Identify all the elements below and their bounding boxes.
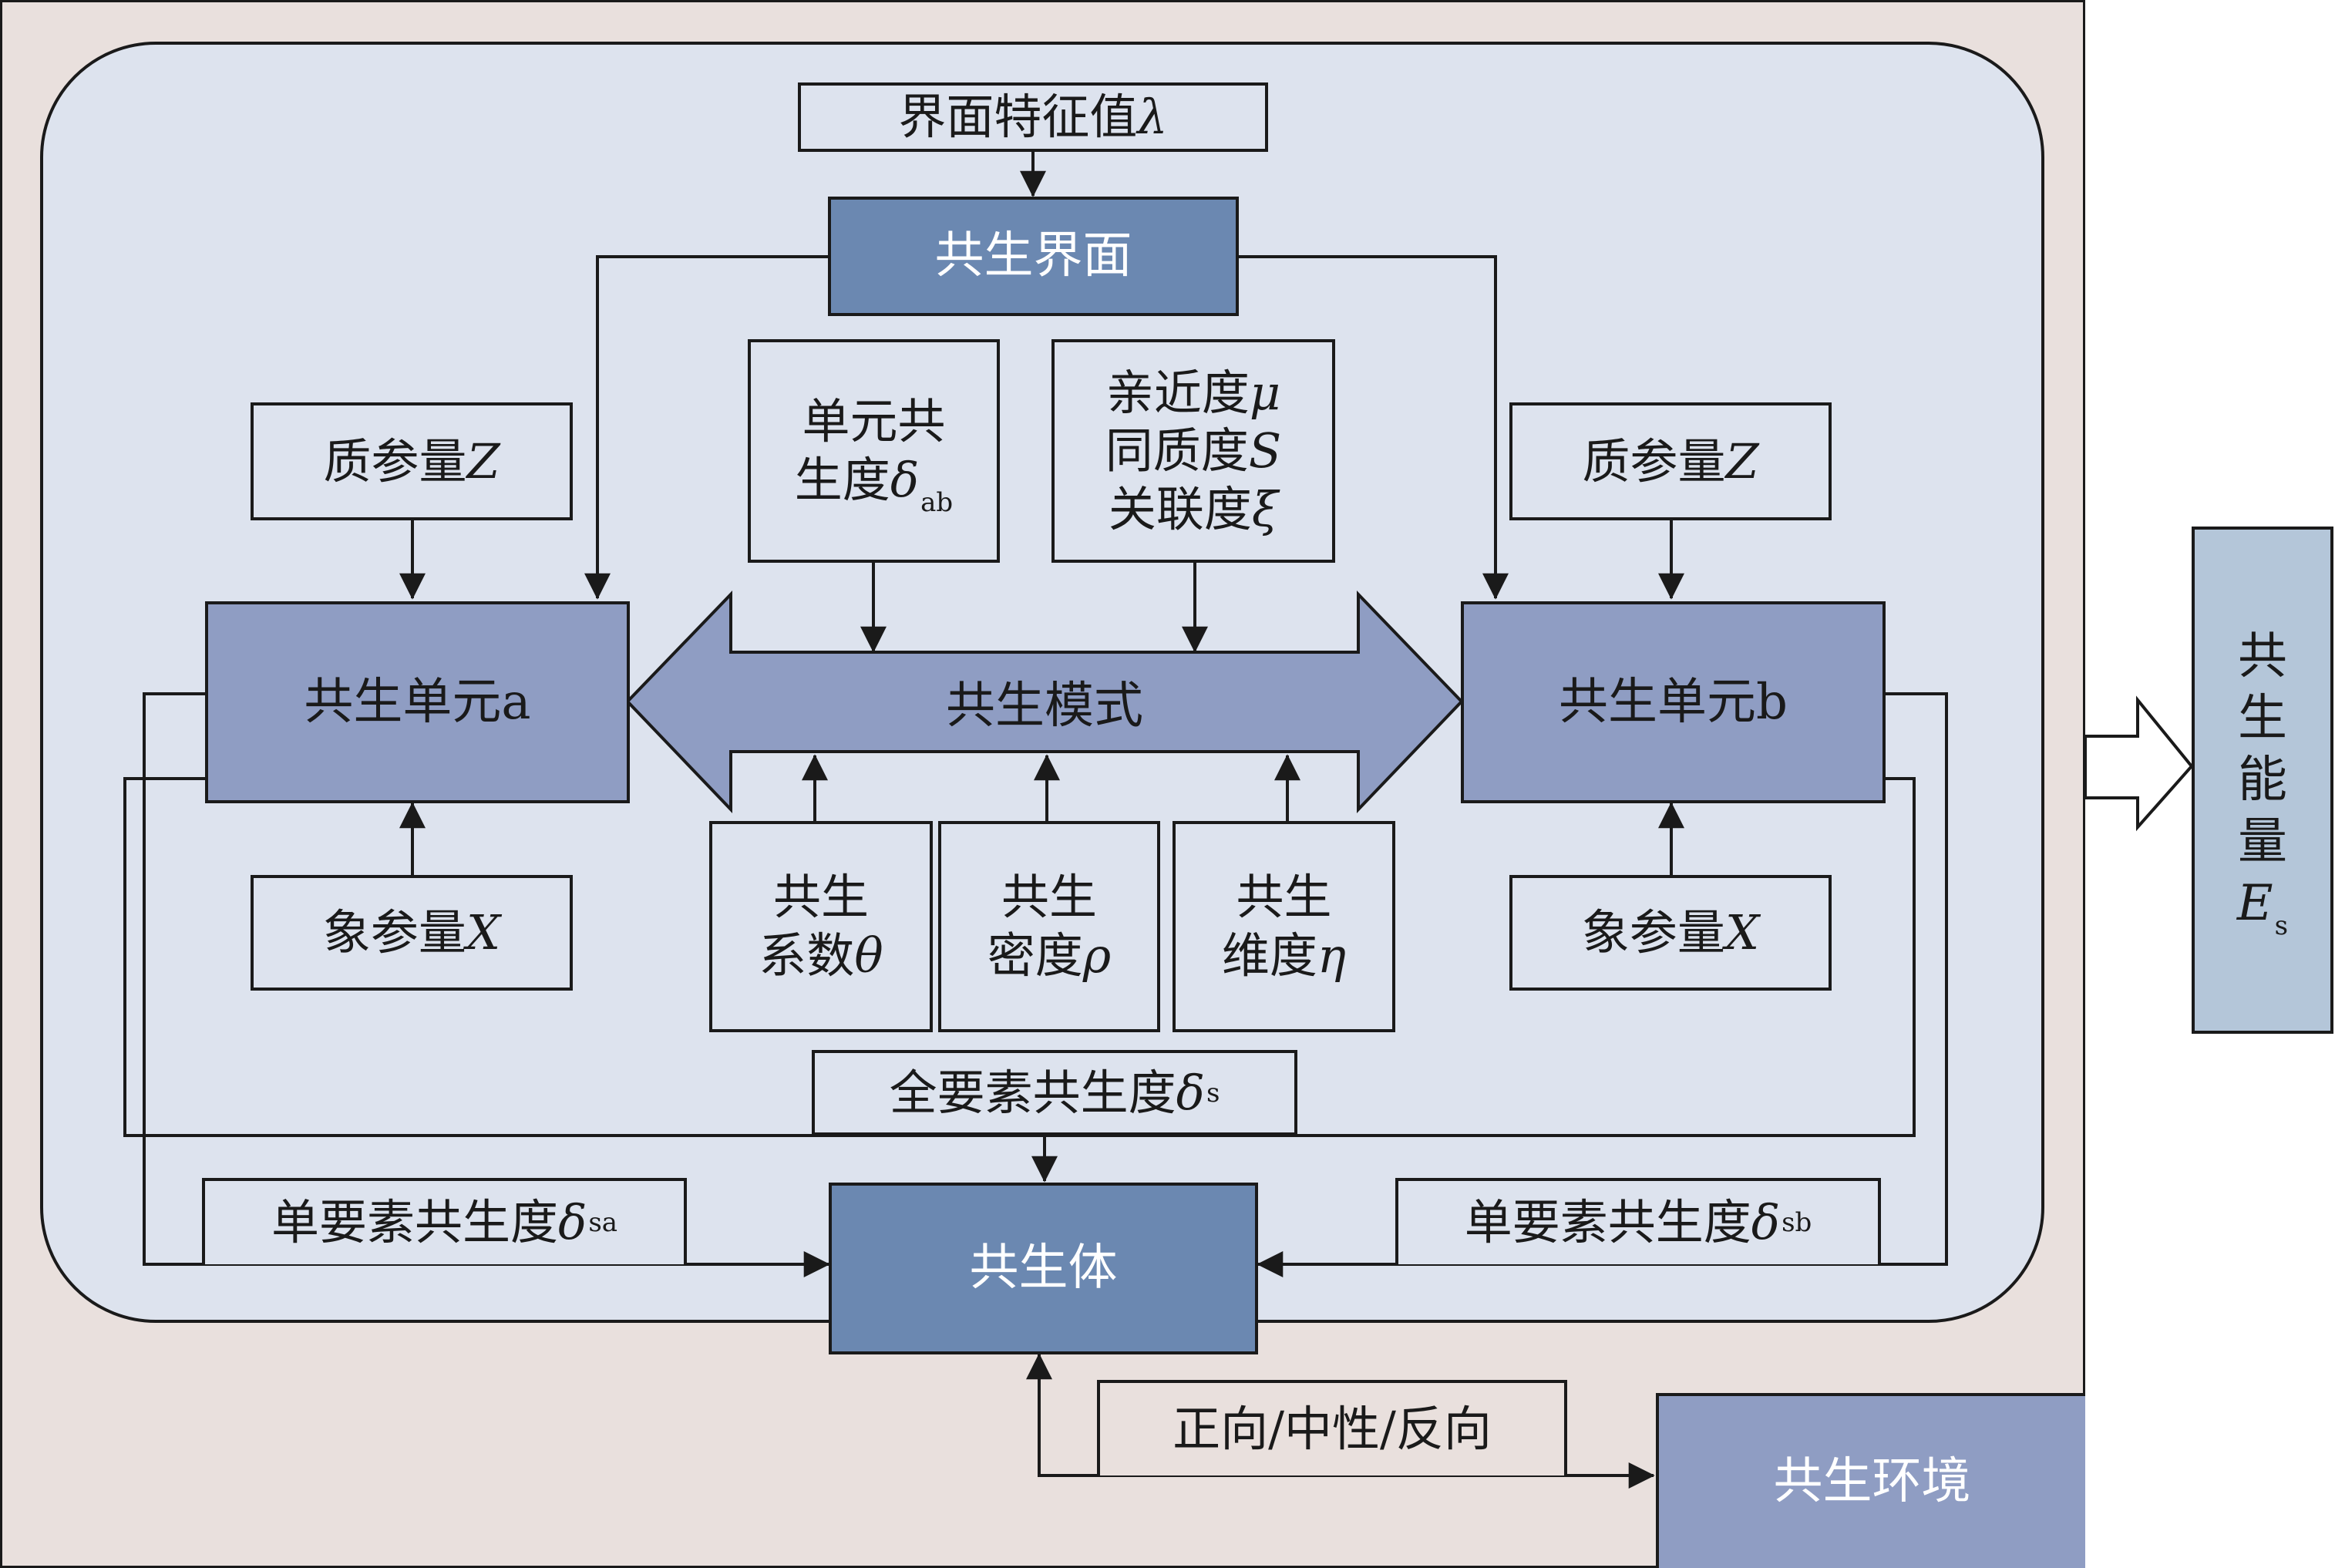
relations-box: 亲近度μ 同质度S 关联度ξ <box>1051 339 1335 563</box>
direction-label-box: 正向/中性/反向 <box>1097 1380 1567 1475</box>
symbiosis-coefficient-box: 共生 系数θ <box>709 821 933 1032</box>
symbiont-body-node: 共生体 <box>829 1183 1258 1354</box>
symbiosis-density-box: 共生 密度ρ <box>938 821 1160 1032</box>
symbiosis-mode-label: 共生模式 <box>946 678 1143 735</box>
symbiosis-interface-node: 共生界面 <box>828 197 1239 316</box>
arrow-interface-to-unit-b <box>1239 255 1509 600</box>
arrow-unit-a-to-body <box>143 692 830 1277</box>
symbiosis-dimension-box: 共生 维度η <box>1173 821 1395 1032</box>
symbiosis-unit-a-node: 共生单元a <box>205 601 630 803</box>
arrow-unit-b-to-body <box>1257 692 1948 1277</box>
symbiosis-energy-node: 共 生 能 量 Es <box>2192 527 2333 1034</box>
inner-feedback-loop <box>123 777 1916 1137</box>
arrow-interface-to-unit-a <box>584 255 828 600</box>
unit-symbiosis-degree-box: 单元共 生度δab <box>748 339 1000 563</box>
symbiosis-unit-b-node: 共生单元b <box>1461 601 1886 803</box>
output-hollow-arrow <box>2084 695 2194 832</box>
symbiosis-environment-node: 共生环境 <box>1656 1393 2085 1568</box>
arrow-body-to-environment <box>1038 1355 1655 1489</box>
